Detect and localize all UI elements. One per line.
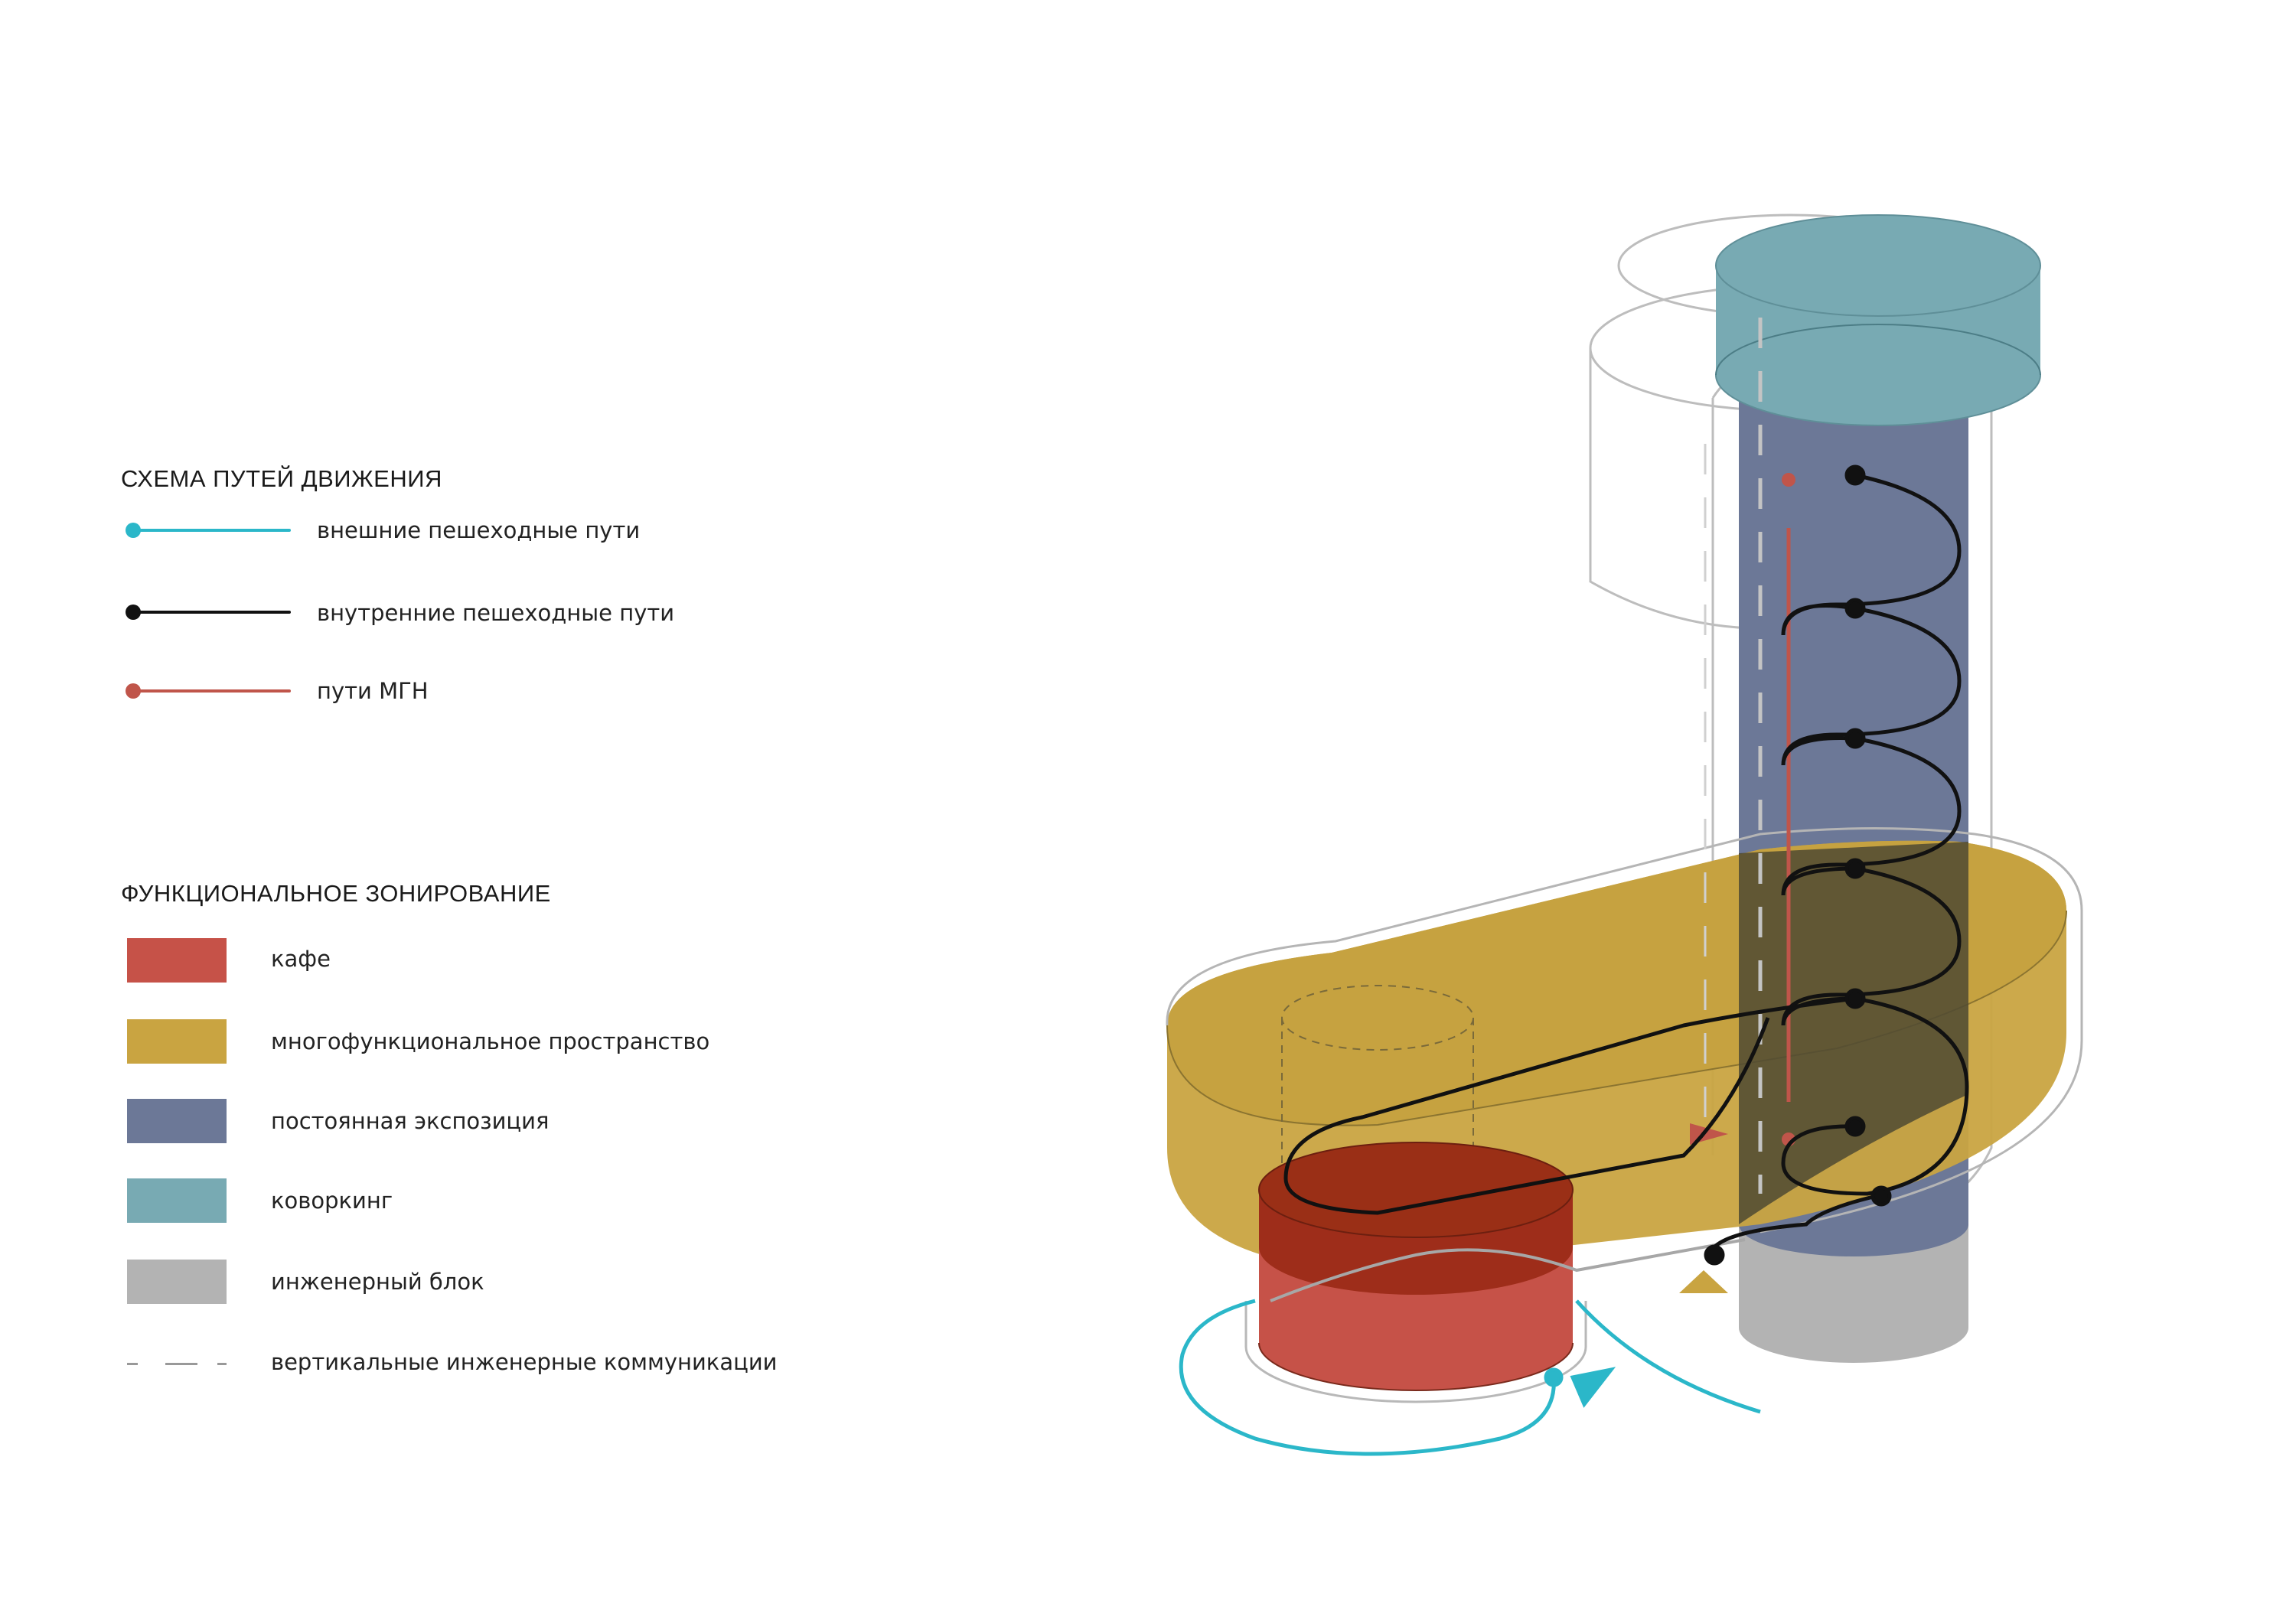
- internal-path-sample: [126, 605, 291, 620]
- exposition-label: постоянная экспозиция: [271, 1108, 550, 1134]
- vertical-comms-sample: [127, 1363, 227, 1366]
- internal-path-dot: [126, 605, 141, 620]
- zoning-legend-title: ФУНКЦИОНАЛЬНОЕ ЗОНИРОВАНИЕ: [121, 880, 551, 907]
- external-path: [1179, 1299, 1761, 1456]
- multifunctional-label: многофункциональное пространство: [271, 1028, 710, 1054]
- vertical-comms-label: вертикальные инженерные коммуникации: [271, 1349, 778, 1375]
- paths-legend-title: СХЕМА ПУТЕЙ ДВИЖЕНИЯ: [121, 465, 442, 492]
- mgn-path-sample: [126, 683, 291, 699]
- engineering-block-label: инженерный блок: [271, 1269, 484, 1295]
- exposition-swatch: [127, 1099, 227, 1143]
- cafe-swatch: [127, 938, 227, 983]
- entrance-marker-icon: [1679, 1270, 1728, 1293]
- external-path-sample: [126, 523, 291, 538]
- engineering-block-swatch: [127, 1260, 227, 1304]
- vertical-communications: [1704, 318, 1763, 1194]
- mgn-path-dot: [126, 683, 141, 699]
- external-path-dot: [126, 523, 141, 538]
- coworking-cylinder: [1715, 214, 2041, 426]
- cafe-cylinder: [1244, 1142, 1746, 1403]
- coworking-swatch: [127, 1178, 227, 1223]
- internal-path: [1283, 464, 1969, 1266]
- internal-path-label: внутренние пешеходные пути: [317, 600, 675, 626]
- cafe-label: кафе: [271, 946, 331, 972]
- coworking-label: коворкинг: [271, 1188, 393, 1214]
- external-path-label: внешние пешеходные пути: [317, 517, 641, 543]
- multifunctional-swatch: [127, 1019, 227, 1064]
- mgn-path-label: пути МГН: [317, 678, 429, 704]
